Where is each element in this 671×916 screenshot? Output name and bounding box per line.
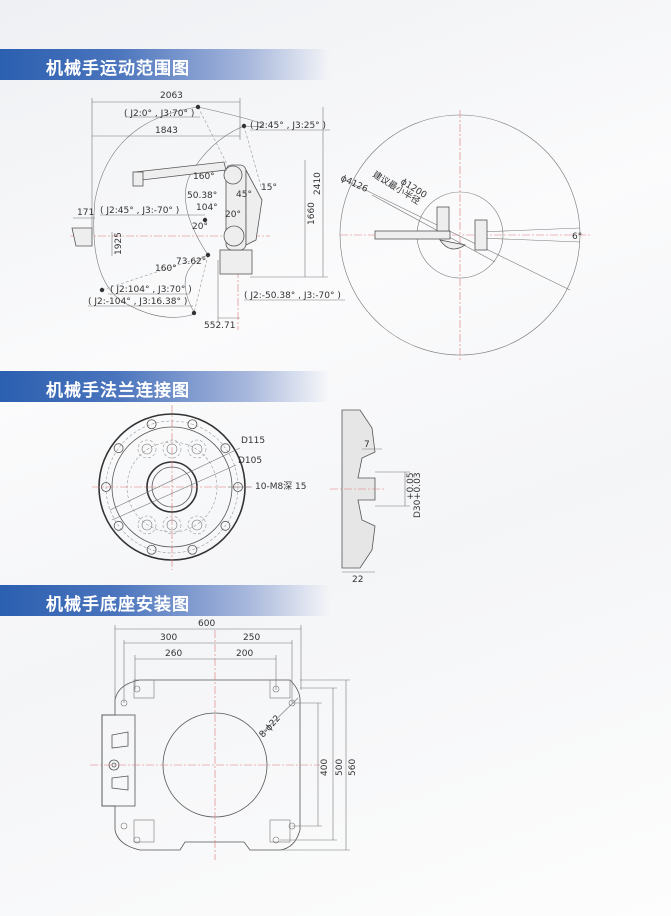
- dim-d105: D105: [238, 456, 262, 466]
- dim-1925: 1925: [114, 232, 124, 255]
- top-view-arm: [374, 230, 451, 240]
- angle-label: 15°: [261, 183, 277, 193]
- flange-bolt-hole: [146, 419, 157, 430]
- base-mount-hole: [272, 685, 280, 693]
- angle-label: 160°: [193, 172, 215, 182]
- base-mount-hole: [288, 822, 296, 830]
- dim-2410: 2410: [313, 172, 323, 195]
- pose-label: ( J2:45° , J3:25° ): [250, 121, 326, 131]
- dim-560: 560: [348, 759, 358, 776]
- section-title: 机械手运动范围图: [46, 59, 190, 79]
- flange-pocket: [137, 515, 157, 535]
- section-title: 机械手底座安装图: [46, 595, 190, 615]
- dim-22: 22: [352, 575, 363, 585]
- base-holes-label: 8-ϕ22: [258, 714, 283, 740]
- flange-pocket: [162, 439, 182, 459]
- flange-pocket-inner: [166, 443, 178, 455]
- base-mount-hole: [272, 836, 280, 844]
- flange-pocket-inner: [166, 519, 178, 531]
- dim-1843: 1843: [155, 126, 178, 136]
- flange-bolt-hole: [101, 482, 111, 492]
- pose-label: ( J2:-50.38° , J3:-70° ): [244, 291, 341, 301]
- flange-bolt-hole: [187, 544, 198, 555]
- base-drawing: [90, 625, 350, 860]
- dim-552-71: 552.71: [204, 321, 236, 331]
- section-title: 机械手法兰连接图: [46, 381, 190, 401]
- section-banner-base: 机械手底座安装图: [0, 585, 330, 616]
- flange-bolt-hole: [113, 443, 124, 454]
- tolerance-lower: +0.03: [413, 472, 423, 500]
- dim-171: 171: [77, 208, 94, 218]
- dim-d30: D30: [413, 499, 423, 518]
- dim-200: 200: [236, 649, 253, 659]
- robot-base: [219, 249, 253, 275]
- flange-bolt-hole: [220, 443, 231, 454]
- pose-label: ( J2:104° , J3:70° ): [110, 285, 192, 295]
- base-mount-hole: [288, 699, 296, 707]
- angle-label: 20°: [192, 222, 208, 232]
- flange-bolt-hole: [113, 520, 124, 531]
- dim-2063: 2063: [160, 91, 183, 101]
- flange-bolt-hole: [146, 544, 157, 555]
- angle-label: 73.62°: [176, 257, 206, 267]
- flange-front-drawing: [92, 405, 252, 570]
- flange-bolt-hole: [187, 419, 198, 430]
- dim-1660: 1660: [307, 202, 317, 225]
- base-mount-hole: [133, 685, 141, 693]
- tolerance-upper: +0.05: [406, 472, 416, 500]
- dim-600: 600: [198, 619, 215, 629]
- side-view-drawing: 2063 1843 2410 1660 1925 171 552.71 ( J2…: [70, 91, 345, 331]
- dim-250: 250: [243, 633, 260, 643]
- pose-label: ( J2:0° , J3:70° ): [124, 109, 194, 119]
- envelope-top: [197, 106, 265, 127]
- dim-260: 260: [165, 649, 182, 659]
- envelope-outer: [93, 106, 199, 318]
- angle-label: 104°: [196, 203, 218, 213]
- angle-label: 45°: [236, 190, 252, 200]
- dim-4126: ϕ4126: [339, 174, 370, 195]
- base-mount-hole: [120, 699, 128, 707]
- angle-label: 20°: [225, 210, 241, 220]
- pose-label: ( J2:-104° , J3:16.38° ): [88, 297, 187, 307]
- dim-7: 7: [364, 440, 370, 450]
- holes-label: 10-M8深 15: [255, 481, 307, 492]
- envelope-inner: [185, 125, 245, 256]
- angle-6: 6°: [572, 232, 582, 242]
- section-banner-motion-range: 机械手运动范围图: [0, 49, 330, 80]
- section-banner-flange: 机械手法兰连接图: [0, 371, 330, 402]
- flange-pocket-inner: [141, 519, 153, 531]
- flange-pocket-inner: [141, 443, 153, 455]
- dim-500: 500: [335, 759, 345, 776]
- dim-300: 300: [160, 633, 177, 643]
- flange-pocket: [187, 439, 207, 459]
- dim-d115: D115: [241, 436, 265, 446]
- flange-section-drawing: 7 D30 +0.05 +0.03 22: [330, 409, 423, 585]
- angle-label: 50.38°: [187, 191, 217, 201]
- flange-pocket-inner: [191, 519, 203, 531]
- flange-bolt-hole: [233, 482, 243, 492]
- flange-pocket: [162, 515, 182, 535]
- base-mount-hole: [120, 822, 128, 830]
- flange-pocket: [187, 515, 207, 535]
- flange-pocket-inner: [191, 443, 203, 455]
- robot-gripper: [71, 227, 93, 247]
- dim-400: 400: [320, 759, 330, 776]
- base-mount-hole: [133, 836, 141, 844]
- top-view-drawing: ϕ4126 ϕ1200 建议最小半径 6°: [339, 110, 590, 360]
- pose-label: ( J2:45° , J3:-70° ): [100, 206, 179, 216]
- angle-label: 160°: [155, 264, 177, 274]
- flange-bolt-hole: [220, 520, 231, 531]
- flange-pocket: [137, 439, 157, 459]
